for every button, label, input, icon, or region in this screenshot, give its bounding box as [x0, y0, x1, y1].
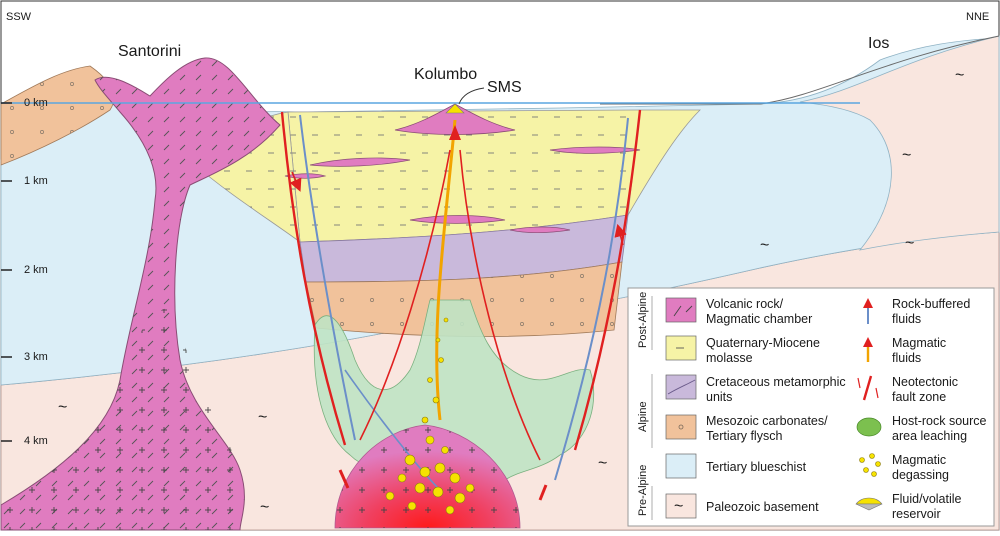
legend-swatch-basement-symbol: ~: [674, 498, 683, 515]
legend-unit-3-line2: units: [706, 390, 732, 404]
legend-process-3-line2: fault zone: [892, 390, 946, 404]
legend: Post-Alpine Alpine Pre-Alpine ~ Volcanic…: [627, 287, 995, 527]
svg-text:~: ~: [260, 499, 269, 516]
legend-process-2-line2: fluids: [892, 351, 921, 365]
svg-text:~: ~: [955, 67, 964, 84]
fault-left: [280, 111, 347, 446]
legend-unit-1-line2: Magmatic chamber: [706, 312, 812, 326]
depth-tick-0: 0 km: [24, 97, 48, 109]
volcanic-lens-1: [309, 157, 411, 167]
legend-group-post-alpine: Post-Alpine: [637, 292, 649, 348]
fault-motion-arrow-left: [289, 171, 302, 192]
ios-label: Ios: [868, 35, 889, 52]
pattern-santorini-chamber: [1, 308, 245, 530]
legend-process-1-line2: fluids: [892, 312, 921, 326]
legend-group-pre-alpine: Pre-Alpine: [637, 465, 649, 516]
sms-label: SMS: [487, 79, 522, 96]
legend-unit-4-line2: Tertiary flysch: [706, 429, 782, 443]
legend-process-6-line1: Fluid/volatile: [892, 492, 962, 506]
legend-process-1-line1: Rock-buffered: [892, 297, 970, 311]
legend-group-alpine: Alpine: [637, 401, 649, 432]
legend-process-6-line2: reservoir: [892, 507, 941, 521]
sms-deposit: [445, 103, 465, 114]
magmatic-degassing-bubbles: [385, 317, 475, 515]
legend-unit-6-line1: Paleozoic basement: [706, 500, 819, 514]
kolumbo-cone: [394, 103, 516, 135]
legend-box: [627, 287, 995, 527]
direction-left-label: SSW: [6, 11, 32, 23]
depth-tick-2: 2 km: [24, 264, 48, 276]
pattern-left-carbonates: [1, 66, 114, 165]
legend-fault-arrow-down: [875, 387, 879, 399]
legend-magmatic-fluid-arrowhead: [863, 337, 873, 347]
legend-degassing-symbol: [859, 453, 881, 477]
magmatic-fluid-path: [435, 119, 457, 421]
legend-unit-1-line1: Volcanic rock/: [706, 297, 784, 311]
legend-swatch-blueschist: [665, 453, 697, 479]
legend-unit-2-line1: Quaternary-Miocene: [706, 336, 820, 350]
legend-reservoir-base: [855, 503, 883, 511]
legend-fault-symbol: [862, 375, 873, 401]
depth-tick-4: 4 km: [24, 435, 48, 447]
legend-process-4-line1: Host-rock source: [892, 414, 987, 428]
fault-motion-arrow-right: [614, 223, 627, 246]
magmatic-fluid-arrowhead: [449, 125, 461, 140]
fluid-flow-right: [459, 149, 541, 461]
legend-swatch-basement: [665, 493, 697, 519]
layer-molasse-right: [627, 109, 701, 216]
depth-axis: 0 km 1 km 2 km 3 km 4 km: [1, 97, 48, 447]
depth-tick-1: 1 km: [24, 175, 48, 187]
legend-process-4-line2: area leaching: [892, 429, 967, 443]
volcanic-lens-4: [509, 226, 571, 233]
legend-fault-arrow-up: [857, 377, 861, 389]
legend-rock-buffered-arrowhead: [863, 298, 873, 308]
fluid-flow-left: [359, 149, 451, 441]
santorini-label: Santorini: [118, 43, 181, 60]
rock-buffered-fluid-right: [554, 117, 629, 481]
svg-text:~: ~: [258, 409, 267, 426]
kolumbo-label: Kolumbo: [414, 66, 477, 83]
legend-unit-4-line1: Mesozoic carbonates/: [706, 414, 828, 428]
ios-surface: [600, 35, 1000, 105]
legend-process-3-line1: Neotectonic: [892, 375, 958, 389]
fault-right: [573, 109, 642, 451]
layer-ios-basement: [799, 35, 1000, 251]
pattern-molasse: [288, 110, 640, 242]
legend-unit-2-line2: molasse: [706, 351, 753, 365]
pattern-mesozoic-carbonates: [306, 262, 622, 337]
rock-buffered-fluid-inner: [344, 369, 441, 491]
fault-right-tail: [538, 484, 548, 501]
rock-buffered-fluid-left: [299, 114, 356, 441]
legend-unit-5-line1: Tertiary blueschist: [706, 460, 807, 474]
volcanic-lens-2: [549, 146, 641, 154]
legend-swatch-carbonates: [665, 414, 697, 440]
svg-text:~: ~: [905, 235, 914, 252]
sms-pointer: [458, 87, 485, 105]
svg-text:~: ~: [902, 147, 911, 164]
legend-process-5-line2: degassing: [892, 468, 949, 482]
depth-tick-3: 3 km: [24, 351, 48, 363]
svg-text:~: ~: [760, 237, 769, 254]
legend-unit-3-line1: Cretaceous metamorphic: [706, 375, 846, 389]
direction-right-label: NNE: [966, 11, 989, 23]
svg-text:~: ~: [58, 399, 67, 416]
svg-text:~: ~: [598, 455, 607, 472]
legend-swatch-volcanic: [665, 297, 697, 323]
legend-process-5-line1: Magmatic: [892, 453, 946, 467]
volcanic-lens-3: [409, 215, 506, 224]
legend-leaching-symbol: [856, 417, 882, 437]
fault-left-tail: [338, 469, 350, 489]
pattern-santorini: [1, 57, 280, 531]
legend-process-2-line1: Magmatic: [892, 336, 946, 350]
